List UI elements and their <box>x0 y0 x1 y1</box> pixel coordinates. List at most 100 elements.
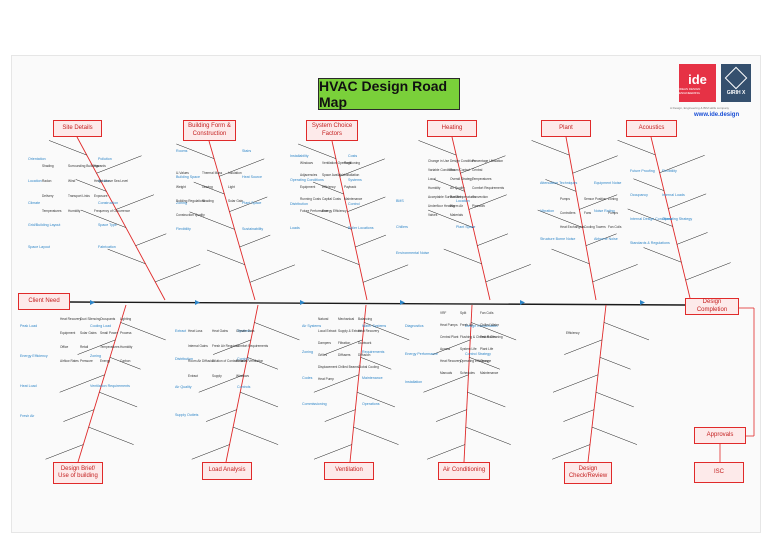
t-label-17: Light <box>228 185 235 189</box>
b-label-38: Flexibility <box>662 169 677 173</box>
top-5-rib-8 <box>685 262 731 281</box>
t-label-70: Solar Gains <box>80 331 97 335</box>
t-label-53: Pipework <box>472 204 486 208</box>
bottom-1-rib-5 <box>198 374 244 393</box>
bottom-2-rib-5 <box>313 374 359 393</box>
b-label-63: Maintenance <box>362 376 383 380</box>
bottom-2-rib-3 <box>324 409 356 422</box>
top-4-rib-1 <box>531 140 570 156</box>
bottom-0-rib-6 <box>109 357 141 370</box>
top-2-rib-4 <box>347 196 386 212</box>
box-heating: Heating <box>427 120 477 137</box>
bottom-0-rib-7 <box>77 339 116 355</box>
top-4-rib-2 <box>572 155 618 174</box>
b-label-18: Installability <box>290 154 309 158</box>
top-2-rib-1 <box>297 143 336 159</box>
bone-top-0 <box>76 136 166 301</box>
top-5-rib-4 <box>668 193 707 209</box>
t-label-1: Surrounding Buildings <box>68 164 100 168</box>
t-label-65: Heat Recovery <box>60 317 82 321</box>
box-load-analysis: Load Analysis <box>202 462 252 480</box>
t-label-8: Exposure <box>94 194 108 198</box>
t-label-82: Heat Gains <box>212 329 228 333</box>
t-label-90: Extract <box>188 374 198 378</box>
t-label-25: Adjacencies <box>300 173 318 177</box>
bottom-1-rib-2 <box>233 426 279 445</box>
b-label-69: Control Strategy <box>465 352 491 356</box>
t-label-48: Acceptable Surface Temperatures <box>428 195 476 199</box>
t-label-54: Valves <box>428 213 438 217</box>
top-5-rib-2 <box>659 155 705 174</box>
b-label-9: Fabrication <box>98 245 116 249</box>
b-label-6: Grid/Building Layout <box>28 223 61 227</box>
website-link[interactable]: www.ide.design <box>694 112 740 118</box>
t-label-40: Room Control <box>450 168 470 172</box>
top-2-rib-7 <box>321 249 360 265</box>
t-label-79: Energy <box>100 359 111 363</box>
t-label-45: Humidity <box>428 186 441 190</box>
t-label-73: Office <box>60 345 69 349</box>
b-label-24: Loads <box>290 226 300 230</box>
b-label-66: Diagnostics <box>405 324 424 328</box>
spine-arrow-4 <box>520 300 525 305</box>
t-label-115: Central Plant <box>440 335 459 339</box>
t-label-11: Frequency of Occurrence <box>94 209 130 213</box>
b-label-3: Access <box>98 179 110 183</box>
t-label-122: Operating Efficiency <box>460 359 489 363</box>
b-label-32: Equipment Noise <box>594 181 622 185</box>
t-label-62: Heat Exchangers <box>560 225 585 229</box>
bottom-2-rib-6 <box>360 357 392 370</box>
b-label-26: BMS <box>396 199 404 203</box>
b-label-1: Pollution <box>98 157 112 161</box>
top-1-rib-6 <box>239 234 271 248</box>
bone-top-1 <box>208 140 256 301</box>
box-system-choice: System Choice Factors <box>306 120 358 141</box>
top-2-rib-2 <box>339 158 385 177</box>
t-label-84: Internal Gains <box>188 344 208 348</box>
t-label-58: Zoning <box>608 197 618 201</box>
b-label-17: Sustainability <box>242 227 264 231</box>
t-label-16: Glazing <box>202 185 213 189</box>
top-5-rib-5 <box>627 208 673 227</box>
t-label-78: Pressure <box>80 359 93 363</box>
t-label-81: Heat Loss <box>188 329 203 333</box>
bottom-1-rib-7 <box>212 339 251 355</box>
t-label-106: Chilled Beams <box>338 365 359 369</box>
top-0-rib-8 <box>155 264 201 283</box>
t-label-119: System Life <box>460 347 477 351</box>
t-label-96: Local Extract <box>318 329 337 333</box>
top-0-rib-2 <box>96 155 142 174</box>
bottom-2-rib-4 <box>357 391 396 408</box>
bottom-4-rib-4 <box>595 391 634 408</box>
bottom-1-rib-1 <box>191 444 230 460</box>
t-label-105: Displacement <box>318 365 338 369</box>
t-label-49: Radiant <box>450 195 461 199</box>
t-label-68: Lighting <box>120 317 132 321</box>
top-3-rib-5 <box>428 209 474 228</box>
bottom-1-rib-4 <box>240 391 279 408</box>
t-label-60: Fans <box>584 211 592 215</box>
top-1-rib-2 <box>219 158 265 177</box>
top-2-rib-3 <box>312 181 344 195</box>
spine-arrow-0 <box>90 300 95 305</box>
t-label-94: Mechanical <box>338 317 355 321</box>
bottom-3-rib-2 <box>465 426 511 445</box>
t-label-95: Balancing <box>358 317 372 321</box>
b-label-39: Occupancy <box>630 193 648 197</box>
t-label-19: Shading <box>202 199 214 203</box>
t-label-9: Temperatures <box>42 209 62 213</box>
bone-top-5 <box>650 136 691 299</box>
b-label-29: Plant Space <box>456 225 476 229</box>
t-label-33: Maintenance <box>344 197 363 201</box>
b-label-34: Noise Rating <box>594 209 615 213</box>
b-label-4: Climate <box>28 201 41 205</box>
b-label-31: Attenuation Techniques <box>540 181 578 185</box>
b-label-12: Building Space <box>176 175 200 179</box>
top-3-rib-3 <box>433 179 465 192</box>
t-label-123: Change <box>480 359 492 363</box>
t-label-113: Fresh Air <box>460 323 473 327</box>
b-label-16: Flexibility <box>176 227 191 231</box>
ide-logo-subtext: IDEAS DESIGN ENGINEERING <box>679 86 701 95</box>
b-label-54: Control <box>237 357 249 361</box>
t-label-15: Weight <box>176 185 186 189</box>
